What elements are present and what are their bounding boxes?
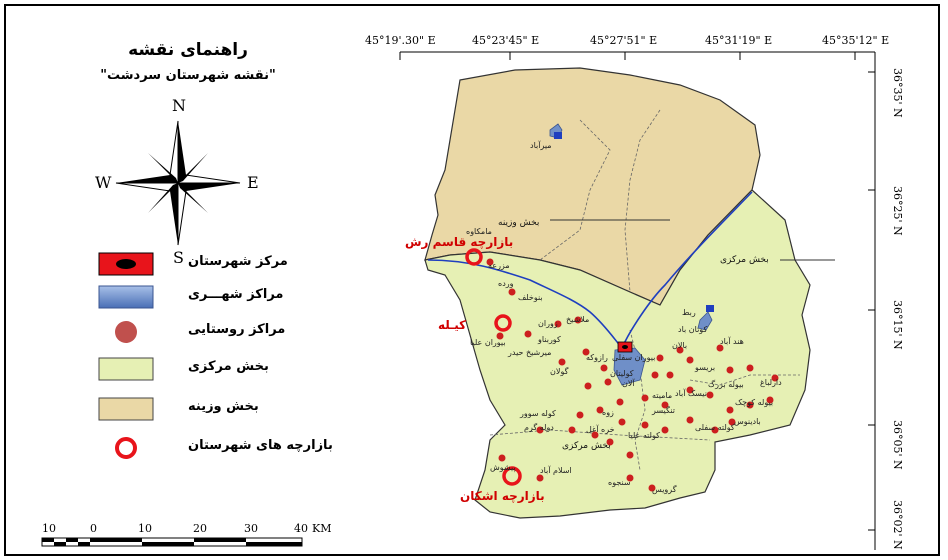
village-label: ورده: [498, 279, 514, 288]
village-label: نیسک آباد: [675, 388, 707, 398]
village-label: اسلام آباد: [540, 465, 572, 475]
top-coord-label: 45°31'19" E: [705, 34, 772, 47]
village-label: بنوخلف: [518, 293, 543, 302]
map-frame: [4, 4, 940, 556]
urban-area: [613, 347, 646, 386]
right-coord-label: 36°35' N: [891, 68, 904, 118]
scale-tick: 10: [138, 522, 152, 535]
village-label: بیوران سفلی: [612, 353, 655, 362]
scale-bar: 10 0 10 20 30 40 KM: [41, 522, 331, 547]
rural-centers-swatch: [115, 321, 137, 343]
district-label: بخش وزینه: [498, 218, 539, 228]
market-label: کیـله: [438, 318, 466, 332]
village-label: کولیتان: [610, 369, 634, 378]
top-coord-label: 45°35'12" E: [822, 34, 889, 47]
compass-rose-icon: N S E W: [95, 96, 259, 267]
legend-label: مراکز روستایی: [188, 322, 286, 337]
map-area: 45°19'.30" E 45°23'45" E 45°27'51" E 45°…: [365, 34, 904, 550]
legend-title: راهنمای نقشه: [128, 40, 248, 60]
legend-label: مراکز شهـــری: [188, 287, 284, 302]
village-label: کولته علیا: [628, 431, 660, 440]
legend-label: مرکز شهرستان: [188, 254, 288, 269]
village-label: میرشیخ حیدر: [507, 348, 551, 357]
urban-marker: [554, 132, 562, 139]
village-label: خره آغل: [586, 424, 615, 434]
village-label: بیوله بزرگ: [708, 379, 744, 389]
county-center-swatch: [98, 252, 154, 276]
legend-item-rural-centers: مراکز روستایی: [98, 320, 358, 350]
compass-s-label: S: [173, 248, 184, 267]
legend-label: بازارچه های شهرستان: [188, 438, 333, 453]
top-coord-label: 45°23'45" E: [472, 34, 539, 47]
urban-area: [697, 311, 713, 331]
village-label: کوله سوور: [519, 409, 556, 418]
district-label: بخش مرکزی: [562, 441, 611, 451]
market-label: بازارچه قاسم رش: [405, 235, 513, 249]
village-markers: [486, 258, 779, 492]
village-label: زوه: [602, 408, 614, 417]
compass-n-label: N: [172, 96, 186, 115]
village-label: آلان: [622, 378, 635, 388]
scale-tick: 20: [193, 522, 207, 535]
market-label: بازارچه اشکان: [460, 489, 545, 503]
right-coord-label: 36°25' N: [891, 186, 904, 236]
top-coord-label: 45°27'51" E: [590, 34, 657, 47]
village-label: کولته سفلی: [695, 423, 735, 432]
village-label: پیشوش: [490, 463, 516, 472]
village-label: کوتان باد: [678, 325, 707, 334]
central-district-swatch: [98, 357, 154, 381]
village-label: تنگیسر: [651, 405, 675, 415]
village-label: بیوران علیا: [470, 338, 506, 347]
village-label: گرویس: [652, 484, 677, 494]
legend-label: بخش مرکزی: [188, 359, 269, 374]
right-coord-label: 36°02' N: [891, 500, 904, 550]
district-label: بخش مرکزی: [720, 255, 769, 265]
village-label: بادینوس: [734, 417, 761, 426]
markets-swatch: [115, 437, 137, 459]
village-label: هند آباد: [720, 336, 744, 346]
market-markers: [465, 248, 522, 486]
legend-panel: راهنمای نقشه "نقشه شهرستان سردشت" N S E …: [8, 30, 348, 550]
village-label: دوله گرم: [524, 422, 554, 432]
scale-tick: 10: [42, 522, 56, 535]
village-label: بریسو: [694, 363, 715, 372]
scale-tick: 40: [294, 522, 308, 535]
river: [427, 191, 753, 350]
legend-label: بخش وزینه: [188, 399, 259, 414]
compass-w-label: W: [95, 173, 112, 192]
urban-centers-swatch: [98, 285, 154, 309]
village-label: بیوله کوچک: [735, 398, 773, 407]
town-label: میرآباد: [530, 140, 552, 150]
village-label: مامیته: [652, 391, 672, 400]
right-coord-label: 36°05' N: [891, 420, 904, 470]
village-label: مامکاوه: [466, 227, 492, 236]
legend-item-central-district: بخش مرکزی: [98, 357, 358, 387]
compass-e-label: E: [247, 173, 259, 192]
top-coord-label: 45°19'.30" E: [365, 34, 436, 47]
scale-unit: KM: [312, 522, 331, 535]
village-label: بالان: [672, 341, 687, 350]
town-label: ربط: [682, 308, 696, 317]
vazineh-district-swatch: [98, 397, 154, 421]
legend-item-vazineh-district: بخش وزینه: [98, 397, 358, 427]
right-coord-label: 36°15' N: [891, 300, 904, 350]
legend-item-urban-centers: مراکز شهـــری: [98, 285, 358, 315]
village-label: گولان: [550, 366, 569, 376]
legend-subtitle: "نقشه شهرستان سردشت": [100, 68, 276, 83]
village-label: کوربناو: [537, 335, 561, 344]
legend-item-markets: بازارچه های شهرستان: [98, 436, 358, 466]
scale-tick: 30: [244, 522, 258, 535]
legend-item-county-center: مرکز شهرستان: [98, 252, 358, 282]
village-label: دارلباغ: [760, 378, 782, 387]
village-label: زوران: [538, 319, 558, 328]
urban-marker: [706, 305, 714, 312]
scale-tick: 0: [90, 522, 97, 535]
village-labels: مامکاوه مزرعه ورده بنوخلف زوران ملاشیخ ک…: [466, 227, 782, 494]
village-label: مزرعه: [488, 261, 510, 270]
village-label: رازوکه: [586, 353, 608, 362]
village-label: سنجوه: [608, 478, 631, 487]
village-label: ملاشیخ: [566, 315, 589, 324]
